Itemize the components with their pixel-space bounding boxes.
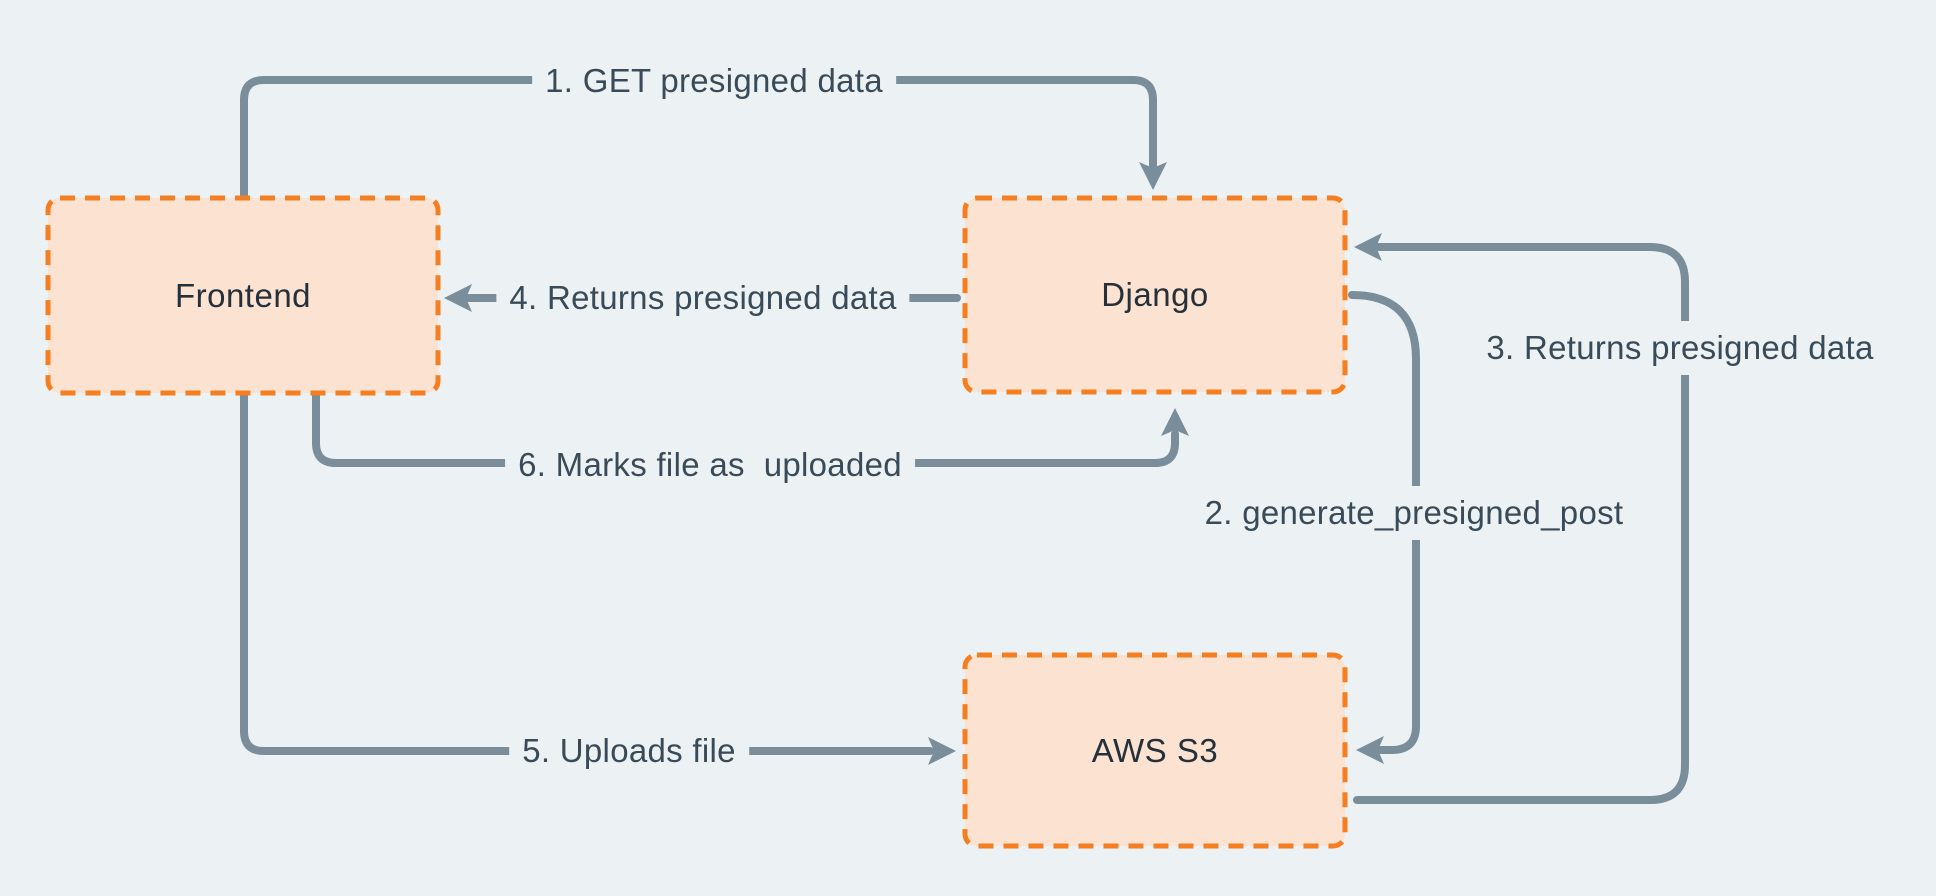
node-frontend-box — [45, 195, 441, 396]
node-label-aws-s3: AWS S3 — [1091, 731, 1219, 769]
edge-label-2: 2. generate_presigned_post — [1191, 486, 1637, 540]
edge-label-1: 1. GET presigned data — [532, 54, 896, 108]
edge-4-arrowhead-left — [444, 284, 472, 312]
edge-2-arrowhead-left — [1356, 736, 1384, 764]
edge-5-arrowhead-right — [928, 737, 956, 765]
edge-2-generate-presigned-post — [1348, 291, 1420, 754]
edge-6-arrowhead-up — [1161, 408, 1189, 436]
node-label-frontend: Frontend — [174, 276, 312, 314]
edge-label-3: 3. Returns presigned data — [1473, 321, 1887, 375]
edge-label-5: 5. Uploads file — [509, 724, 749, 778]
node-aws-s3-box — [962, 652, 1348, 849]
edge-1-arrowhead-down — [1139, 162, 1167, 190]
edge-label-4: 4. Returns presigned data — [496, 271, 910, 325]
node-label-django: Django — [1101, 276, 1209, 313]
edge-3-returns-presigned-data — [1353, 243, 1689, 804]
edge-label-6: 6. Marks file as uploaded — [505, 438, 915, 492]
edge-5-uploads-file — [240, 389, 934, 755]
edge-3-arrowhead-left — [1354, 233, 1382, 261]
node-django-box — [962, 195, 1348, 395]
